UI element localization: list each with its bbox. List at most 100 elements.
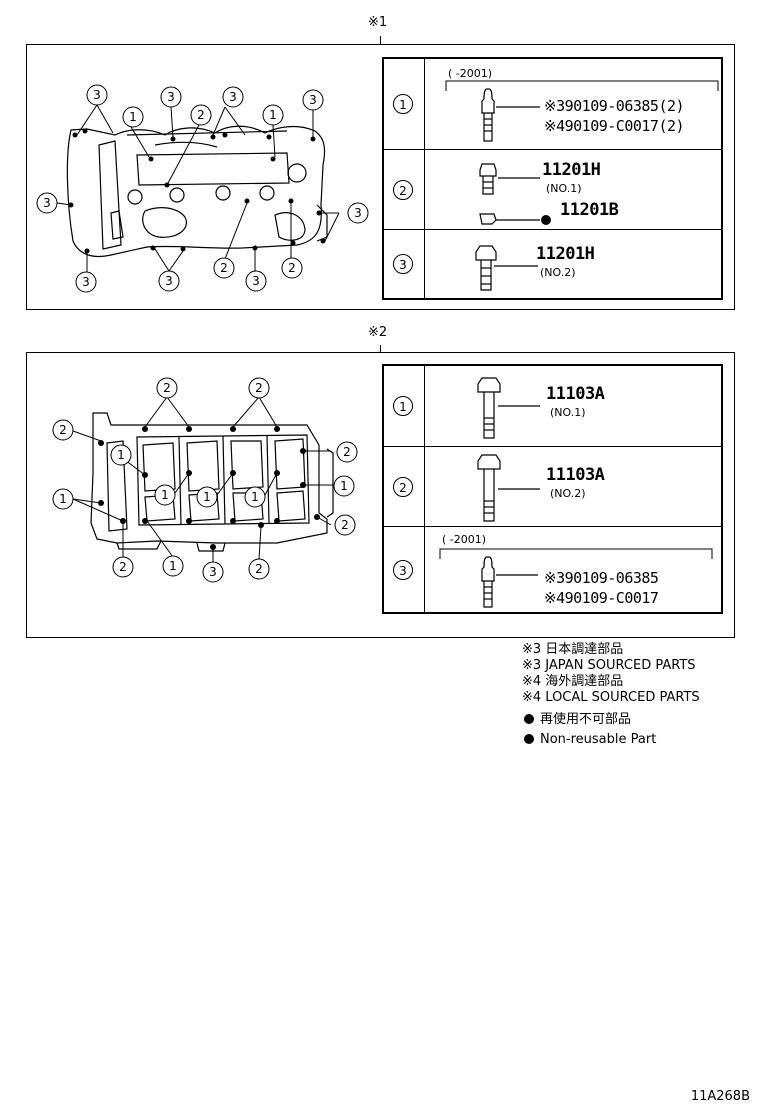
svg-text:3: 3	[252, 274, 260, 288]
callout-2: 2	[334, 514, 356, 536]
callout-2: 2	[248, 558, 270, 580]
part-number: ※490109-C0017	[544, 589, 659, 607]
non-reusable-icon	[524, 734, 534, 744]
row-number: 3	[393, 559, 413, 580]
svg-text:1: 1	[161, 488, 169, 502]
part-subtitle: (NO.2)	[540, 266, 576, 279]
camshaft-housing-diagram: 2 2 2 1 1 1 1 1 2 1 2 2 1 3 2	[52, 377, 358, 583]
callout-2: 2	[52, 419, 74, 441]
svg-text:3: 3	[165, 274, 173, 288]
callout-3: 3	[202, 561, 224, 583]
callout-1: 1	[333, 475, 355, 497]
svg-text:2: 2	[288, 261, 296, 275]
legend-nonreusable-en: Non-reusable Part	[524, 732, 656, 748]
callout-3: 3	[302, 89, 324, 111]
svg-text:3: 3	[209, 565, 217, 579]
svg-text:2: 2	[119, 560, 127, 574]
callout-1: 1	[154, 484, 176, 506]
svg-text:2: 2	[59, 423, 67, 437]
legend-japan-ja: ※3 日本調達部品	[522, 642, 624, 657]
svg-text:1: 1	[59, 492, 67, 506]
non-reusable-mark	[541, 215, 551, 225]
svg-text:3: 3	[354, 206, 362, 220]
bolt-icon	[439, 548, 713, 608]
svg-text:2: 2	[255, 562, 263, 576]
row-number: 1	[393, 396, 413, 416]
callout-2: 2	[336, 441, 358, 463]
svg-text:1: 1	[203, 490, 211, 504]
parts-row: 1 ( -2001) ※390109-06385(2) ※490109-C001…	[384, 59, 721, 149]
part-number: 11103A	[546, 465, 605, 485]
section-2-tick	[380, 345, 381, 353]
callout-1: 1	[162, 555, 184, 577]
date-range: ( -2001)	[442, 533, 487, 546]
parts-row: 2 11103A (NO.2)	[384, 446, 721, 526]
section-2-parts-table: 1 11103A (NO.1) 2	[382, 364, 723, 614]
callout-3: 3	[158, 270, 180, 292]
callout-3: 3	[347, 202, 369, 224]
bolt-icon	[477, 454, 540, 522]
part-number: 11201H	[536, 244, 595, 264]
callout-2: 2	[213, 257, 235, 279]
parts-row: 3 ( -2001) ※390109-06385 ※490109-C0017	[384, 526, 721, 612]
callout-3: 3	[245, 270, 267, 292]
svg-text:1: 1	[169, 559, 177, 573]
svg-text:1: 1	[269, 108, 277, 122]
svg-text:3: 3	[167, 90, 175, 104]
part-subtitle: (NO.1)	[550, 406, 586, 419]
part-number: 11201B	[560, 200, 619, 220]
legend-text: Non-reusable Part	[540, 732, 657, 747]
callout-1: 1	[52, 488, 74, 510]
svg-text:1: 1	[129, 110, 137, 124]
svg-text:1: 1	[117, 448, 125, 462]
head-cover-diagram: 3 3 3 3 1 2 1 3 3 3 3 2 3 2	[36, 84, 369, 293]
callout-3: 3	[36, 192, 58, 214]
part-subtitle: (NO.1)	[546, 182, 582, 195]
legend-japan-en: ※3 JAPAN SOURCED PARTS	[522, 658, 696, 673]
section-2-frame: 2 2 2 1 1 1 1 1 2 1 2 2 1 3 2 1	[26, 352, 735, 638]
callout-1: 1	[196, 486, 218, 508]
callout-2: 2	[190, 104, 212, 126]
svg-text:2: 2	[220, 261, 228, 275]
section-2-label: ※2	[368, 325, 388, 340]
date-range: ( -2001)	[448, 67, 493, 80]
svg-text:2: 2	[255, 381, 263, 395]
section-1-tick	[380, 36, 381, 44]
callout-1: 1	[244, 486, 266, 508]
svg-text:2: 2	[341, 518, 349, 532]
bolt-icon	[479, 163, 551, 225]
row-number: 2	[393, 476, 413, 497]
bolt-icon	[477, 377, 540, 439]
svg-text:3: 3	[43, 196, 51, 210]
row-number: 1	[393, 94, 413, 114]
callout-3: 3	[160, 86, 182, 108]
callout-2: 2	[281, 257, 303, 279]
legend-local-ja: ※4 海外調達部品	[522, 674, 624, 689]
svg-text:3: 3	[93, 88, 101, 102]
svg-text:3: 3	[229, 90, 237, 104]
parts-row: 2 11201H (NO.1) 11201B	[384, 149, 721, 229]
part-number: 11103A	[546, 384, 605, 404]
callout-2: 2	[248, 377, 270, 399]
svg-text:2: 2	[163, 381, 171, 395]
svg-text:3: 3	[82, 275, 90, 289]
callout-3: 3	[86, 84, 108, 106]
callout-1: 1	[110, 444, 132, 466]
svg-text:1: 1	[340, 479, 348, 493]
part-subtitle: (NO.2)	[550, 487, 586, 500]
part-number: ※390109-06385(2)	[544, 97, 685, 115]
legend-local-en: ※4 LOCAL SOURCED PARTS	[522, 690, 700, 705]
row-number: 2	[393, 179, 413, 200]
section-1-parts-table: 1 ( -2001) ※390109-06385(2) ※490109-C001…	[382, 57, 723, 300]
row-number: 3	[393, 254, 413, 274]
section-1-frame: 3 3 3 3 1 2 1 3 3 3 3 2 3 2 1 ( -2001)	[26, 44, 735, 310]
svg-text:2: 2	[343, 445, 351, 459]
svg-text:1: 1	[251, 490, 259, 504]
section-1-label: ※1	[368, 15, 388, 30]
callout-3: 3	[222, 86, 244, 108]
legend-text: 再使用不可部品	[540, 712, 632, 727]
callout-1: 1	[262, 104, 284, 126]
part-number: 11201H	[542, 160, 601, 180]
callout-3: 3	[75, 271, 97, 293]
parts-row: 1 11103A (NO.1)	[384, 366, 721, 446]
